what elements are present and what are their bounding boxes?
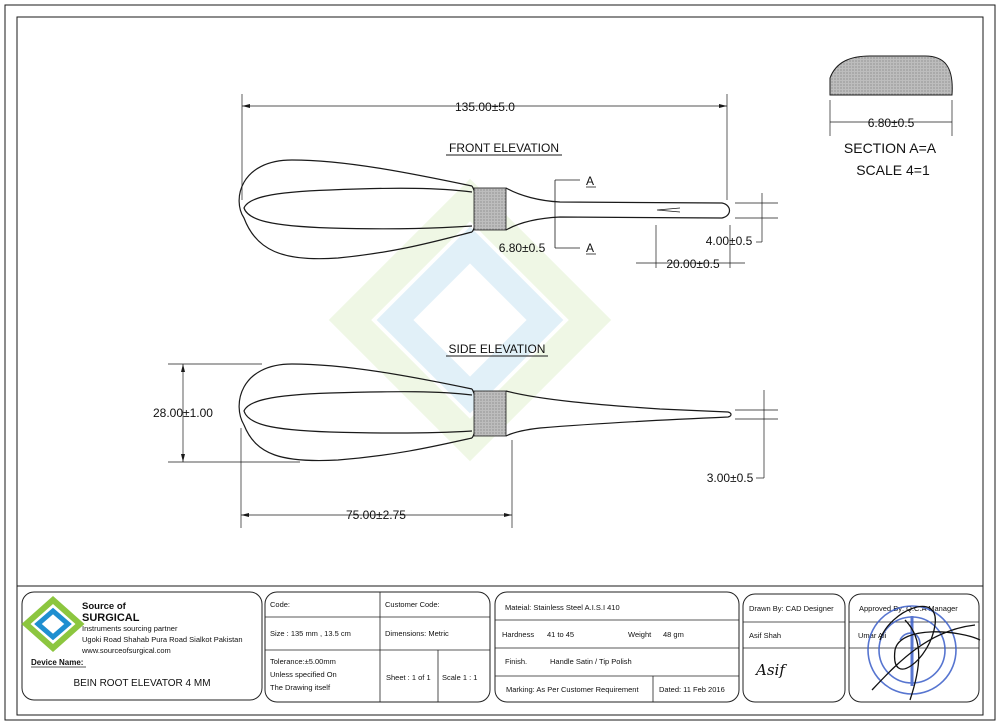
front-blade-groove xyxy=(656,207,681,213)
section-marker-top: A xyxy=(586,174,594,188)
tip-thickness-label: 3.00±0.5 xyxy=(707,471,754,485)
company-website: www.sourceofsurgical.com xyxy=(81,646,171,655)
side-collar xyxy=(473,390,507,437)
dated-text: Dated: 11 Feb 2016 xyxy=(659,685,725,694)
front-elevation-title: FRONT ELEVATION xyxy=(449,141,559,155)
approved-by-text: Approved By: Q.C.A Manager xyxy=(859,604,958,613)
drawn-signature: Asif xyxy=(754,661,787,679)
watermark-logo xyxy=(328,178,612,462)
weight-label: Weight xyxy=(628,630,652,639)
sheet-text: Sheet : 1 of 1 xyxy=(386,673,431,682)
code-label: Code: xyxy=(270,600,290,609)
arrow-right xyxy=(719,104,727,108)
approver-signature xyxy=(871,605,981,701)
length-arrow-left xyxy=(241,513,249,517)
height-arrow-bottom xyxy=(181,454,185,462)
marking-text: Marking: As Per Customer Requirement xyxy=(506,685,639,694)
finish-label: Finish. xyxy=(505,657,527,666)
company-tagline: Instruments sourcing partner xyxy=(82,624,178,633)
hardness-value: 41 to 45 xyxy=(547,630,574,639)
size-text: Size : 135 mm , 13.5 cm xyxy=(270,629,351,638)
tolerance-1: Tolerance:±5.00mm xyxy=(270,657,336,666)
neck-width-label: 6.80±0.5 xyxy=(499,241,546,255)
dimensions-text: Dimensions: Metric xyxy=(385,629,449,638)
company-line1: Source of xyxy=(82,601,127,612)
handle-length-label: 75.00±2.75 xyxy=(346,508,406,522)
device-name-label: Device Name: xyxy=(31,658,83,667)
tolerance-3: The Drawing itself xyxy=(270,683,331,692)
drawn-name: Asif Shah xyxy=(749,631,781,640)
drawn-by-text: Drawn By: CAD Designer xyxy=(749,604,834,613)
handle-height-label: 28.00±1.00 xyxy=(153,406,213,420)
side-elevation-title: SIDE ELEVATION xyxy=(449,342,546,356)
approved-name: Umar Ali xyxy=(858,631,887,640)
length-arrow-right xyxy=(504,513,512,517)
section-marker-bottom: A xyxy=(586,241,594,255)
section-width-label: 6.80±0.5 xyxy=(868,116,915,130)
overall-length-label: 135.00±5.0 xyxy=(455,100,515,114)
scale-text: Scale 1 : 1 xyxy=(442,673,477,682)
finish-value: Handle Satin / Tip Polish xyxy=(550,657,632,666)
tip-width-label: 4.00±0.5 xyxy=(706,234,753,248)
customer-code-label: Customer Code: xyxy=(385,600,440,609)
weight-value: 48 gm xyxy=(663,630,684,639)
front-collar xyxy=(473,187,507,231)
arrow-left xyxy=(242,104,250,108)
height-arrow-top xyxy=(181,364,185,372)
company-address: Ugoki Road Shahab Pura Road Sialkot Paki… xyxy=(82,635,243,644)
section-title: SECTION A=A xyxy=(844,140,937,156)
outer-border xyxy=(4,4,996,721)
company-box xyxy=(21,591,263,701)
company-logo-icon xyxy=(21,595,85,653)
spec-box xyxy=(264,591,491,703)
section-profile xyxy=(829,55,953,96)
material-text: Mateial: Stainless Steel A.I.S.I 410 xyxy=(505,603,620,612)
device-name: BEIN ROOT ELEVATOR 4 MM xyxy=(73,678,210,689)
company-line2: SURGICAL xyxy=(82,612,140,624)
inner-border xyxy=(16,16,984,716)
side-shaft xyxy=(505,390,732,437)
section-scale: SCALE 4=1 xyxy=(856,162,930,178)
hardness-label: Hardness xyxy=(502,630,534,639)
tolerance-2: Unless specified On xyxy=(270,670,337,679)
front-shaft xyxy=(505,187,731,231)
tip-length-label: 20.00±0.5 xyxy=(666,257,720,271)
material-box xyxy=(494,591,740,703)
